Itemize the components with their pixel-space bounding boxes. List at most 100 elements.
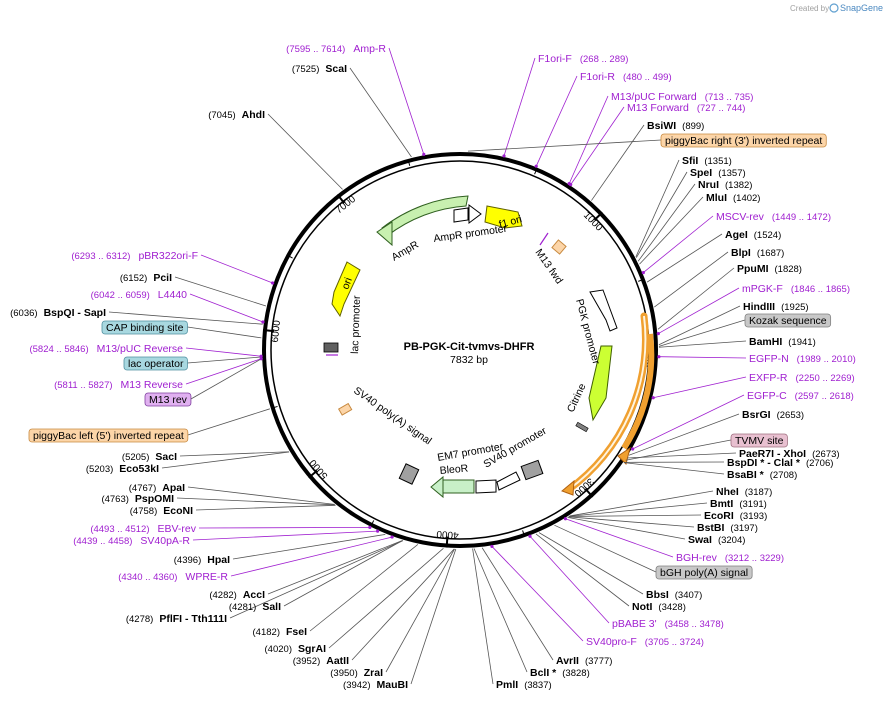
site-label[interactable]: NheI(3187) <box>716 486 772 498</box>
piggybac-left-block <box>337 402 353 416</box>
site-label[interactable]: BmtI(3191) <box>710 498 767 510</box>
site-label[interactable]: SfiI(1351) <box>682 155 732 167</box>
feature-box-label[interactable]: CAP binding site <box>101 320 188 335</box>
leader-line <box>658 319 746 347</box>
site-label[interactable]: PpuMI(1828) <box>737 263 802 275</box>
site-label[interactable]: PaeR7I - XhoI(2673) <box>739 448 840 460</box>
leader-line <box>283 540 403 607</box>
primer-label[interactable]: mPGK-F(1846 .. 1865) <box>742 283 850 295</box>
primer-label[interactable]: EGFP-C(2597 .. 2618) <box>747 390 854 402</box>
site-label[interactable]: SacI(5205) <box>122 451 177 463</box>
primer-label[interactable]: M13/pUC Reverse(5824 .. 5846) <box>29 343 183 355</box>
site-label[interactable]: HpaI(4396) <box>174 554 230 566</box>
leader-line <box>658 340 747 348</box>
site-label[interactable]: ScaI(7525) <box>292 63 347 75</box>
primer-label[interactable]: EGFP-N(1989 .. 2010) <box>749 353 856 365</box>
primer-label[interactable]: EBV-rev(4493 .. 4512) <box>90 523 196 535</box>
site-label[interactable]: MauBI(3942) <box>343 679 408 691</box>
primer-mark <box>656 331 660 336</box>
minor-tick <box>534 169 537 175</box>
site-label[interactable]: BspDI * - ClaI *(2706) <box>727 457 833 469</box>
site-label[interactable]: ApaI(4767) <box>129 482 185 494</box>
primer-label[interactable]: F1ori-F(268 .. 289) <box>538 53 628 65</box>
primer-mark <box>651 396 655 400</box>
feature-box-label[interactable]: bGH poly(A) signal <box>655 565 753 580</box>
site-label[interactable]: NotI(3428) <box>632 601 686 613</box>
leader-line <box>161 451 290 469</box>
leader-line <box>187 356 262 364</box>
primer-label[interactable]: pBABE 3'(3458 .. 3478) <box>612 618 724 630</box>
feature-box-label[interactable]: piggyBac right (3') inverted repeat <box>660 133 827 148</box>
pgk-promoter-arrow <box>589 289 618 332</box>
site-label[interactable]: BsrGI(2653) <box>742 409 804 421</box>
feature-box-label[interactable]: M13 rev <box>144 392 192 407</box>
site-label[interactable]: PspOMI(4763) <box>101 493 174 505</box>
site-label[interactable]: BamHI(1941) <box>749 336 816 348</box>
site-label[interactable]: SgrAI(4020) <box>265 643 327 655</box>
site-label[interactable]: AatII(3952) <box>293 655 349 667</box>
primer-label[interactable]: EXFP-R(2250 .. 2269) <box>749 372 855 384</box>
feature-label-sv40-polya: SV40 poly(A) signal <box>351 385 433 448</box>
feature-box-text: lac operator <box>128 358 184 370</box>
tick-label: 4000 <box>436 528 459 541</box>
site-label[interactable]: AccI(4282) <box>209 589 265 601</box>
primer-label[interactable]: BGH-rev(3212 .. 3229) <box>676 552 784 564</box>
leader-line <box>535 75 578 167</box>
site-label[interactable]: PflFI - Tth111I(4278) <box>126 613 227 625</box>
site-label[interactable]: Eco53kI(5203) <box>86 463 159 475</box>
primer-label[interactable]: L4440(6042 .. 6059) <box>91 289 188 301</box>
site-name: BamHI <box>749 336 782 348</box>
primer-label[interactable]: F1ori-R(480 .. 499) <box>580 71 672 83</box>
primer-label[interactable]: M13 Reverse(5811 .. 5827) <box>54 379 183 391</box>
site-label[interactable]: ZraI(3950) <box>330 667 383 679</box>
site-name: NheI <box>716 486 739 498</box>
site-label[interactable]: PciI(6152) <box>120 272 172 284</box>
site-label[interactable]: MluI(1402) <box>706 192 760 204</box>
site-label[interactable]: HindIII(1925) <box>743 301 809 313</box>
primer-label[interactable]: pBR322ori-F(6293 .. 6312) <box>71 250 198 262</box>
feature-box-label[interactable]: lac operator <box>123 356 188 371</box>
site-label[interactable]: SpeI(1357) <box>690 167 746 179</box>
site-label[interactable]: BspQI - SapI(6036) <box>10 307 106 319</box>
site-label[interactable]: SwaI(3204) <box>688 534 745 546</box>
primer-label[interactable]: M13 Forward(727 .. 744) <box>627 102 745 114</box>
leader-line <box>189 293 264 323</box>
site-label[interactable]: BlpI(1687) <box>731 247 784 259</box>
primer-label[interactable]: SV40pA-R(4439 .. 4458) <box>73 535 190 547</box>
site-label[interactable]: FseI(4182) <box>253 626 308 638</box>
site-label[interactable]: AhdI(7045) <box>208 109 265 121</box>
site-label[interactable]: PmlI(3837) <box>496 679 552 691</box>
site-label[interactable]: BsaBI *(2708) <box>727 469 797 481</box>
primer-label[interactable]: SV40pro-F(3705 .. 3724) <box>586 636 704 648</box>
primer-label[interactable]: Amp-R(7595 .. 7614) <box>286 43 386 55</box>
site-label[interactable]: AvrII(3777) <box>556 655 612 667</box>
site-position: (1357) <box>718 168 745 179</box>
leader-line <box>503 57 536 157</box>
feature-box-label[interactable]: piggyBac left (5') inverted repeat <box>28 428 189 443</box>
site-name: BsiWI <box>647 120 676 132</box>
site-position: (1351) <box>704 156 731 167</box>
site-label[interactable]: EcoNI(4758) <box>130 505 193 517</box>
em7-block <box>475 479 497 494</box>
site-label[interactable]: SalI(4281) <box>229 601 281 613</box>
primer-label[interactable]: M13/pUC Forward(713 .. 735) <box>611 91 753 103</box>
site-position: (4281) <box>229 602 256 613</box>
primer-range: (1449 .. 1472) <box>772 212 831 223</box>
primer-label[interactable]: MSCV-rev(1449 .. 1472) <box>716 211 831 223</box>
leader-line <box>624 462 725 475</box>
site-name: MauBI <box>377 679 409 691</box>
site-name: FseI <box>286 626 307 638</box>
site-label[interactable]: BstBI(3197) <box>697 522 758 534</box>
site-label[interactable]: BclI *(3828) <box>530 667 590 679</box>
site-label[interactable]: NruI(1382) <box>698 179 752 191</box>
feature-box-label[interactable]: TVMV site <box>730 433 788 448</box>
feature-label-bleor: BleoR <box>439 463 469 477</box>
site-label[interactable]: EcoRI(3193) <box>704 510 767 522</box>
site-label[interactable]: BsiWI(899) <box>647 120 704 132</box>
feature-box-label[interactable]: Kozak sequence <box>744 313 832 328</box>
site-label[interactable]: AgeI(1524) <box>725 229 781 241</box>
primer-mark <box>259 354 263 358</box>
primer-label[interactable]: WPRE-R(4340 .. 4360) <box>118 571 228 583</box>
site-label[interactable]: BbsI(3407) <box>646 589 702 601</box>
site-name: AgeI <box>725 229 748 241</box>
